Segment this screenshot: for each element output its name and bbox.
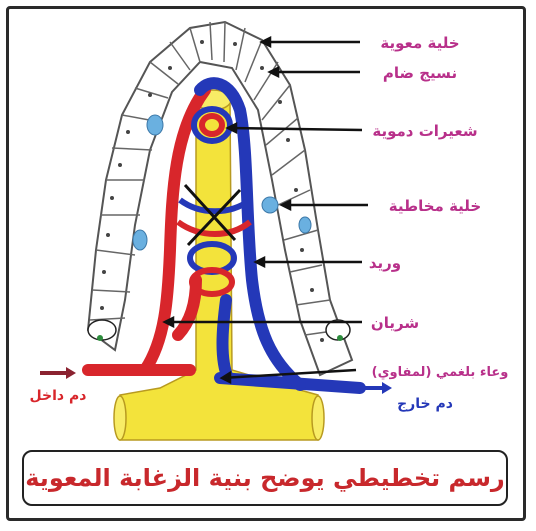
label-lymph-vessel: وعاء بلغمي (لمفاوي) [372, 365, 509, 380]
label-blood-out: دم خارج [397, 396, 453, 412]
caption-box: رسم تخطيطي يوضح بنية الزغابة المعوية [22, 450, 508, 506]
label-epithelial-cell: خلية معوية [380, 34, 459, 52]
label-mucous-cell: خلية مخاطية [389, 197, 481, 215]
label-artery: شريان [371, 314, 419, 332]
label-connective-tissue: نسيج ضام [383, 64, 457, 82]
label-vein: وريد [369, 254, 401, 272]
label-blood-in: دم داخل [30, 388, 87, 404]
figure-caption: رسم تخطيطي يوضح بنية الزغابة المعوية [25, 464, 505, 492]
label-capillaries: شعيرات دموية [372, 122, 477, 140]
